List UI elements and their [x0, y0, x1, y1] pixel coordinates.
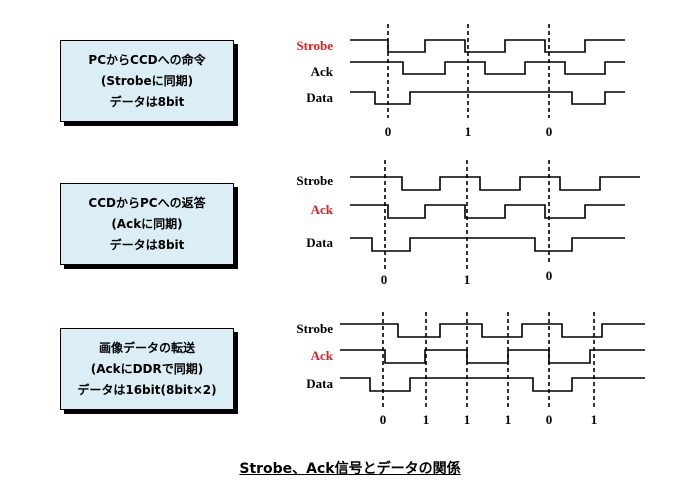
- description-box-image-transfer: 画像データの転送 (AckにDDRで同期) データは16bit(8bit×2): [60, 328, 234, 410]
- bit-label: 0: [380, 272, 388, 287]
- box-line: データは8bit: [109, 94, 185, 109]
- signal-label-strobe: Strobe: [296, 173, 333, 188]
- figure-caption: Strobe、Ack信号とデータの関係: [239, 461, 461, 477]
- box-line: (Strobeに同期): [100, 73, 194, 88]
- signal-label-data: Data: [306, 90, 333, 105]
- box-line: 画像データの転送: [98, 340, 195, 355]
- bit-label: 1: [463, 412, 471, 427]
- signal-label-strobe: Strobe: [296, 321, 333, 336]
- data-waveform: [350, 237, 625, 252]
- box-line: データは8bit: [109, 237, 185, 252]
- ack-waveform: [340, 349, 645, 364]
- box-line: PCからCCDへの命令: [88, 52, 206, 67]
- bit-label: 0: [379, 412, 387, 427]
- bit-label: 1: [463, 272, 471, 287]
- bit-label: 0: [384, 124, 392, 139]
- strobe-waveform: [350, 176, 640, 191]
- bit-label: 1: [422, 412, 430, 427]
- box-line: データは16bit(8bit×2): [77, 382, 217, 397]
- description-box-reply: CCDからPCへの返答 (Ackに同期) データは8bit: [60, 183, 234, 265]
- bit-label: 1: [464, 124, 472, 139]
- bit-label: 1: [504, 412, 512, 427]
- bit-label: 0: [545, 412, 553, 427]
- ack-waveform: [350, 204, 625, 219]
- signal-label-ack: Ack: [310, 202, 333, 217]
- bit-label: 1: [590, 412, 598, 427]
- data-waveform: [350, 91, 625, 105]
- strobe-waveform: [350, 39, 625, 53]
- box-line: (AckにDDRで同期): [90, 361, 204, 376]
- signal-label-data: Data: [306, 376, 333, 391]
- bit-label: 0: [545, 268, 553, 283]
- signal-label-ack: Ack: [310, 64, 333, 79]
- strobe-waveform: [340, 323, 645, 338]
- box-line: CCDからPCへの返答: [88, 195, 206, 210]
- bit-label: 0: [545, 124, 553, 139]
- description-box-command: PCからCCDへの命令 (Strobeに同期) データは8bit: [60, 40, 234, 122]
- data-waveform: [340, 377, 645, 392]
- ack-waveform: [350, 61, 625, 75]
- box-line: (Ackに同期): [111, 216, 183, 231]
- signal-label-ack: Ack: [310, 348, 333, 363]
- signal-label-data: Data: [306, 235, 333, 250]
- signal-label-strobe: Strobe: [296, 38, 333, 53]
